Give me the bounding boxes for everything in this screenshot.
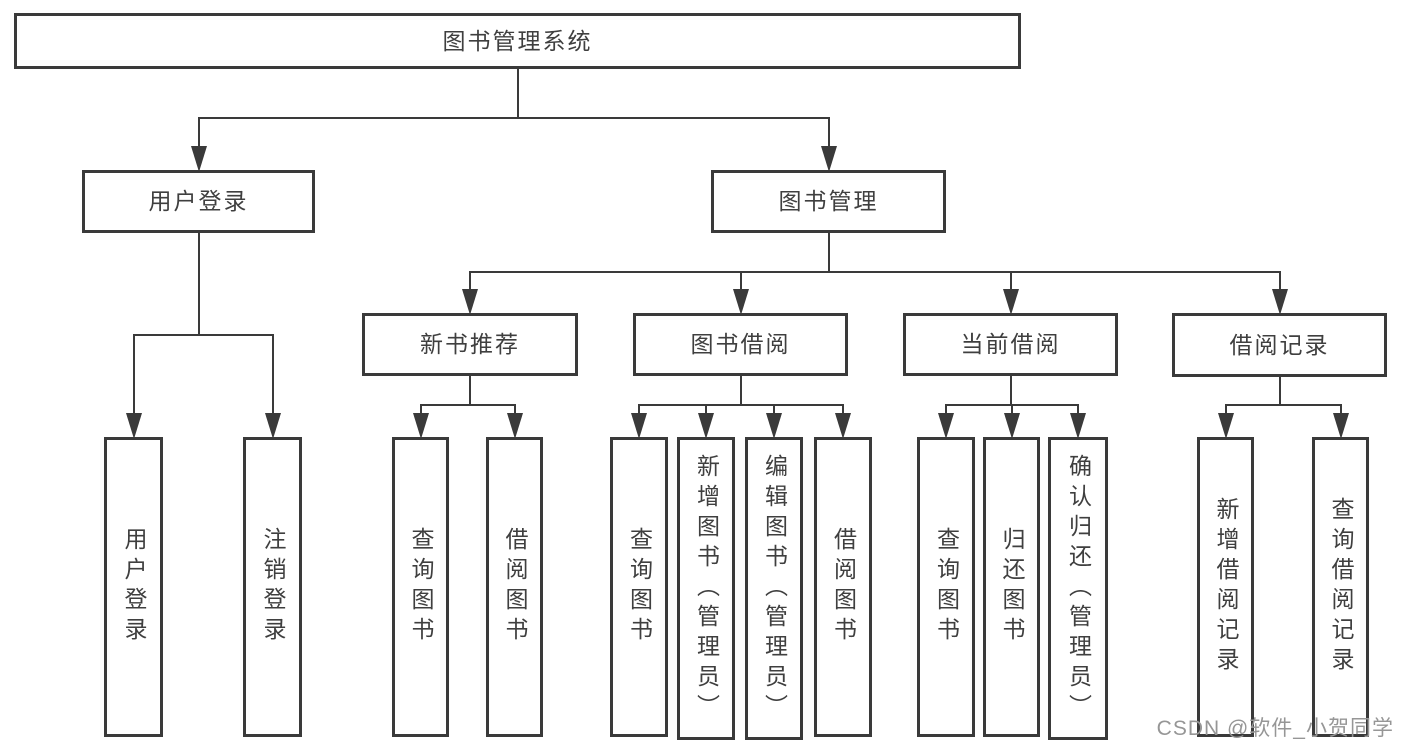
arrow-down-icon [462, 289, 478, 315]
connector-line [827, 118, 830, 148]
node-leaf-borrow-book-1: 借阅图书 [486, 437, 543, 737]
connector-line [1077, 405, 1079, 415]
node-leaf-query-record: 查询借阅记录 [1312, 437, 1369, 737]
connector-line [1009, 374, 1012, 405]
node-leaf-borrow-book-2: 借阅图书 [814, 437, 872, 737]
node-leaf-add-record: 新增借阅记录 [1197, 437, 1254, 737]
connector-line [1009, 272, 1012, 291]
connector-line [469, 271, 1281, 273]
arrow-down-icon [820, 146, 837, 172]
arrow-down-icon [506, 413, 523, 439]
connector-line [271, 335, 274, 415]
arrow-down-icon [631, 413, 647, 439]
arrow-down-icon [264, 413, 281, 439]
arrow-down-icon [938, 413, 954, 439]
node-leaf-query-book-1: 查询图书 [392, 437, 449, 737]
node-leaf-user-login: 用户登录 [104, 437, 163, 737]
connector-line [638, 405, 640, 415]
node-leaf-edit-book: 编辑图书（管理员） [745, 437, 803, 740]
node-leaf-query-book-3: 查询图书 [917, 437, 975, 737]
arrow-down-icon [835, 413, 851, 439]
arrow-down-icon [732, 289, 749, 315]
connector-line [1339, 405, 1342, 415]
node-leaf-add-book: 新增图书（管理员） [677, 437, 735, 740]
node-new-books: 新书推荐 [362, 313, 578, 376]
connector-line [1278, 272, 1281, 291]
connector-line [516, 67, 519, 118]
node-root: 图书管理系统 [14, 13, 1021, 69]
arrow-down-icon [1217, 413, 1234, 439]
connector-line [705, 405, 707, 415]
connector-line [513, 405, 516, 415]
connector-line [197, 117, 830, 119]
arrow-down-icon [1003, 413, 1020, 439]
arrow-down-icon [190, 146, 207, 172]
connector-line [197, 118, 200, 148]
node-book-mgmt: 图书管理 [711, 170, 946, 233]
connector-line [739, 374, 742, 405]
arrow-down-icon [1002, 289, 1019, 315]
connector-line [1224, 404, 1342, 406]
connector-line [945, 405, 947, 415]
connector-line [419, 404, 516, 406]
node-borrow-records: 借阅记录 [1172, 313, 1387, 377]
connector-line [773, 405, 775, 415]
connector-line [827, 231, 830, 272]
connector-line [132, 335, 135, 415]
node-leaf-query-book-2: 查询图书 [610, 437, 668, 737]
node-current-borrow: 当前借阅 [903, 313, 1118, 376]
arrow-down-icon [1271, 289, 1288, 315]
arrow-down-icon [412, 413, 429, 439]
connector-line [1278, 375, 1281, 405]
arrow-down-icon [125, 413, 142, 439]
node-leaf-return-book: 归还图书 [983, 437, 1040, 737]
connector-line [197, 231, 200, 335]
arrow-down-icon [1070, 413, 1086, 439]
node-book-borrow: 图书借阅 [633, 313, 848, 376]
node-leaf-confirm-return: 确认归还（管理员） [1048, 437, 1108, 740]
connector-line [469, 272, 471, 291]
connector-line [469, 374, 471, 405]
node-user-login: 用户登录 [82, 170, 315, 233]
arrow-down-icon [1332, 413, 1349, 439]
connector-line [1224, 405, 1227, 415]
arrow-down-icon [698, 413, 714, 439]
connector-line [419, 405, 422, 415]
connector-line [1010, 405, 1013, 415]
connector-line [638, 404, 844, 406]
connector-line [132, 334, 274, 336]
node-leaf-logout: 注销登录 [243, 437, 302, 737]
arrow-down-icon [766, 413, 782, 439]
connector-line [842, 405, 844, 415]
connector-line [739, 272, 742, 291]
